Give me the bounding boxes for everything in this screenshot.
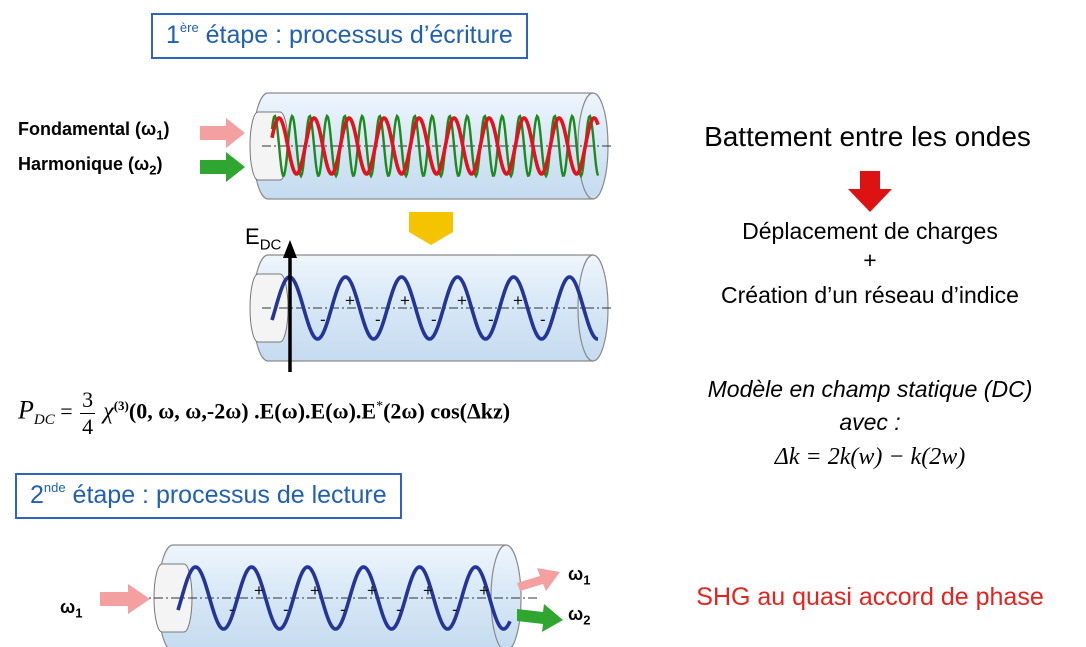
step1-title-sup: ère <box>179 20 199 35</box>
minus-sign: - <box>283 600 289 619</box>
minus-sign: - <box>229 600 235 619</box>
minus-sign: - <box>375 310 381 329</box>
omega-out2-arrow <box>517 604 563 632</box>
grating-text: Création d’un réseau d’indice <box>721 282 1019 308</box>
charges-text: Déplacement de charges <box>742 218 998 244</box>
omega-in-arrow <box>100 584 150 614</box>
step2-title-number: 2 <box>30 481 44 509</box>
model-text: Modèle en champ statique (DC) <box>707 376 1033 402</box>
step1-title-number: 1 <box>166 21 180 49</box>
edc-arrowhead <box>283 240 297 258</box>
minus-sign: - <box>431 310 437 329</box>
eq-chi: χ <box>97 398 114 425</box>
down-arrow-red <box>848 171 892 212</box>
step1-title: 1ère étape : processus d’écriture <box>151 13 528 59</box>
harmonic-arrow <box>200 152 245 182</box>
plus-sign: + <box>513 291 523 310</box>
plus-sign: + <box>310 581 320 600</box>
omega-in-label: ω1 <box>60 597 83 621</box>
beat-text: Battement entre les ondes <box>704 121 1031 152</box>
plus-sign: + <box>457 291 467 310</box>
plus-text: + <box>863 247 877 273</box>
omega-out2-label: ω2 <box>568 604 591 628</box>
omega-out1-arrow <box>517 568 560 591</box>
step2-title-text: étape : processus de lecture <box>65 481 387 509</box>
charge-signs: ++++-----+++++----- <box>229 291 546 619</box>
plus-sign: + <box>400 291 410 310</box>
step2-title-sup: nde <box>43 480 66 495</box>
shg-text: SHG au quasi accord de phase <box>696 583 1044 611</box>
fiber-write <box>249 92 614 200</box>
plus-sign: + <box>367 581 377 600</box>
minus-sign: - <box>452 600 458 619</box>
step2-title: 2nde étape : processus de lecture <box>15 473 402 519</box>
minus-sign: - <box>396 600 402 619</box>
fundamental-arrow <box>200 118 245 148</box>
minus-sign: - <box>540 310 546 329</box>
plus-sign: + <box>423 581 433 600</box>
harmonic-label: Harmonique (ω2) <box>18 154 163 178</box>
avec-text: avec : <box>839 409 901 435</box>
plus-sign: + <box>345 291 355 310</box>
eq-lhs: P <box>18 395 34 425</box>
plus-sign: + <box>479 581 489 600</box>
fiber-read <box>120 544 540 647</box>
eq-lhs-sub: DC <box>33 411 55 428</box>
step1-title-text: étape : processus d’écriture <box>198 21 513 49</box>
delta-k-equation: Δk = 2k(w) − k(2w) <box>774 444 966 470</box>
fiber-grating <box>249 240 614 372</box>
omega-out1-label: ω1 <box>568 564 591 588</box>
minus-sign: - <box>488 310 494 329</box>
fundamental-label: Fondamental (ω1) <box>18 119 170 143</box>
edc-label: EDC <box>245 224 282 254</box>
minus-sign: - <box>340 600 346 619</box>
plus-sign: + <box>254 581 264 600</box>
down-arrow-yellow <box>409 212 453 245</box>
minus-sign: - <box>320 310 326 329</box>
